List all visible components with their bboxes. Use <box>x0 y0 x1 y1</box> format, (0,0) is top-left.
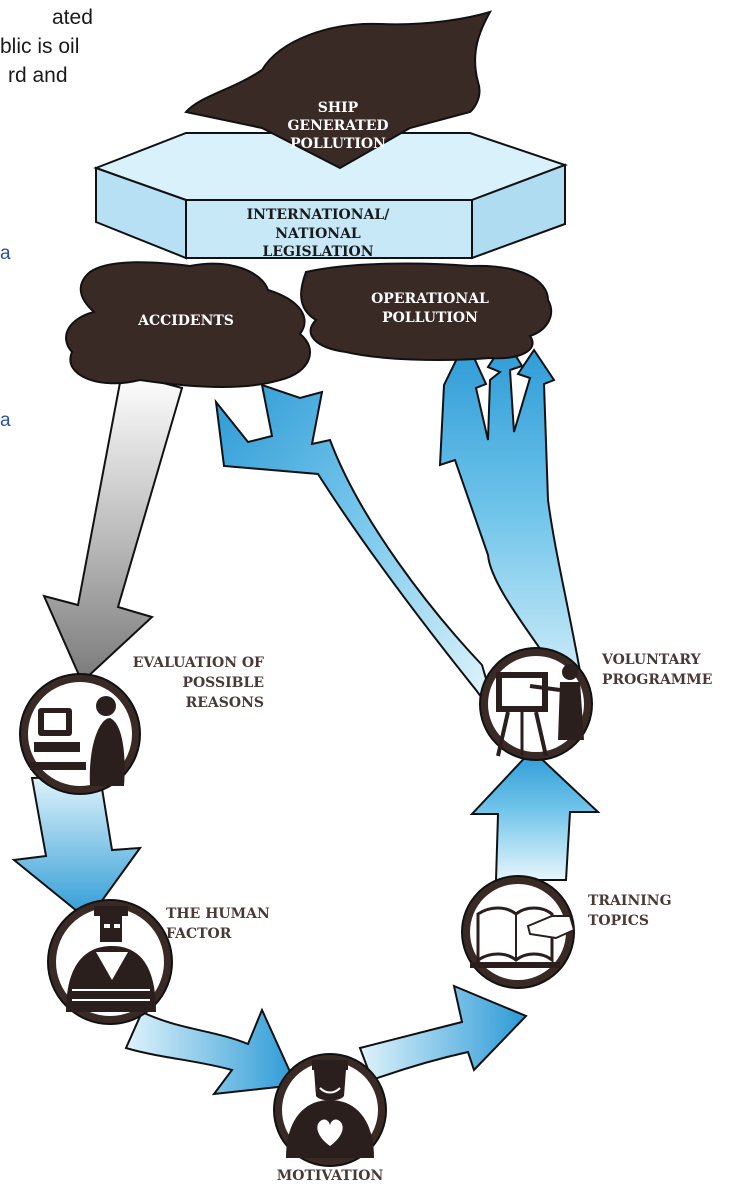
human-factor-label-line: FACTOR <box>166 926 232 942</box>
gray-arrow <box>42 370 184 684</box>
flow-arrow-human-to-motivation <box>124 1007 298 1096</box>
training-label-line: TOPICS <box>588 913 649 929</box>
ship-label-line: GENERATED <box>287 118 388 134</box>
ship-pollution-splash <box>184 10 493 170</box>
side-fragment: a <box>0 243 11 264</box>
ship-label-line: SHIP <box>318 100 359 116</box>
evaluation-circle <box>19 673 141 795</box>
legislation-platform-right <box>471 163 566 260</box>
training-circle <box>461 875 576 989</box>
legislation-label-line: NATIONAL <box>275 226 361 242</box>
intro-text-line: blic is oil <box>0 35 80 58</box>
seaman-icon <box>66 906 156 1012</box>
human-factor-circle <box>47 899 173 1025</box>
motivation-circle <box>273 1053 387 1167</box>
voluntary-label-line: VOLUNTARY <box>601 652 702 668</box>
intro-text-line: rd and <box>8 64 68 87</box>
motivation-label: MOTIVATION <box>277 1168 384 1184</box>
legislation-label-line: INTERNATIONAL/ <box>247 207 391 223</box>
legislation-label-line: LEGISLATION <box>262 244 373 260</box>
book-hand-icon <box>470 906 576 968</box>
ship-label-line: POLLUTION <box>290 136 386 152</box>
teacher-board-icon <box>496 664 584 757</box>
blue-return-arrow <box>214 383 499 721</box>
accidents-label: ACCIDENTS <box>137 313 234 329</box>
computer-user-icon <box>30 696 125 786</box>
flow-arrow-eval-to-human <box>11 774 143 922</box>
voluntary-circle <box>479 647 593 761</box>
operational-label-line: POLLUTION <box>382 310 478 326</box>
voluntary-label-line: PROGRAMME <box>602 672 712 688</box>
evaluation-label-line: POSSIBLE <box>182 675 264 691</box>
intro-text-line: ated <box>52 6 93 29</box>
operational-label-line: OPERATIONAL <box>371 291 489 307</box>
evaluation-label-line: EVALUATION OF <box>133 655 264 671</box>
training-label-line: TRAINING <box>588 893 672 909</box>
side-fragment: a <box>0 410 11 431</box>
operational-puddle <box>300 262 553 361</box>
accidents-puddle <box>65 261 311 388</box>
human-factor-label-line: THE HUMAN <box>166 906 270 922</box>
flow-arrow-training-to-voluntary <box>469 748 601 881</box>
evaluation-label-line: REASONS <box>186 695 264 711</box>
flow-arrow-motivation-to-training <box>358 984 528 1082</box>
heart-person-icon <box>286 1060 374 1158</box>
